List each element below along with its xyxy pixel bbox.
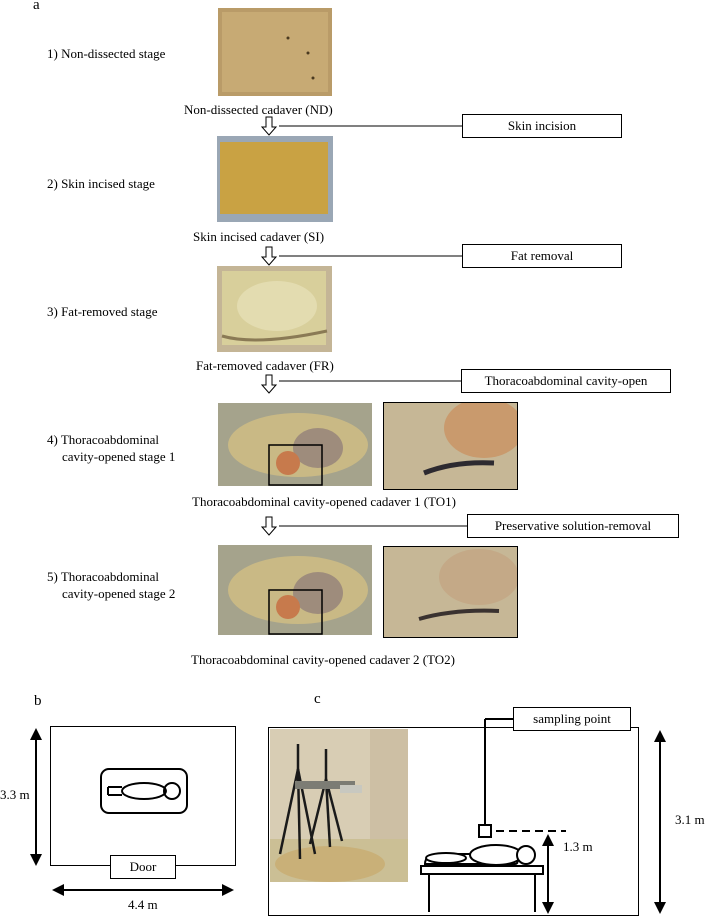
room-elevation bbox=[268, 727, 639, 916]
caption-to2: Thoracoabdominal cavity-opened cadaver 2… bbox=[191, 652, 455, 667]
sampling-height-label: 1.3 m bbox=[563, 839, 593, 854]
photo-non-dissected bbox=[218, 8, 332, 96]
photo-skin-incised bbox=[217, 136, 333, 222]
panel-label-c: c bbox=[314, 691, 321, 707]
photo-to1 bbox=[218, 403, 372, 486]
room-height-c-label: 3.1 m bbox=[675, 812, 705, 827]
down-arrow-3 bbox=[260, 374, 278, 394]
caption-to1: Thoracoabdominal cavity-opened cadaver 1… bbox=[192, 494, 456, 509]
photo-to1-zoom bbox=[383, 402, 518, 490]
step-preservative-removal: Preservative solution-removal bbox=[467, 514, 679, 538]
down-arrow-4 bbox=[260, 516, 278, 536]
caption-si: Skin incised cadaver (SI) bbox=[193, 229, 325, 244]
caption-fr: Fat-removed cadaver (FR) bbox=[196, 358, 334, 373]
stage-label-5b: cavity-opened stage 2 bbox=[62, 586, 176, 601]
room-plan bbox=[50, 726, 236, 866]
room-height-label: 3.3 m bbox=[0, 787, 30, 802]
stage-label-4a: 4) Thoracoabdominal bbox=[47, 432, 160, 447]
stage-label-1: 1) Non-dissected stage bbox=[47, 46, 166, 61]
room-width-label: 4.4 m bbox=[128, 897, 158, 912]
stage-label-2: 2) Skin incised stage bbox=[47, 176, 155, 191]
stage-label-5a: 5) Thoracoabdominal bbox=[47, 569, 160, 584]
photo-to2-zoom bbox=[383, 546, 518, 638]
panel-label-b: b bbox=[34, 693, 42, 709]
step-fat-removal: Fat removal bbox=[462, 244, 622, 268]
caption-nd: Non-dissected cadaver (ND) bbox=[184, 102, 333, 117]
photo-sampling-setup bbox=[270, 729, 408, 882]
down-arrow-1 bbox=[260, 116, 278, 136]
stage-label-4b: cavity-opened stage 1 bbox=[62, 449, 176, 464]
down-arrow-2 bbox=[260, 246, 278, 266]
sampling-point-box: sampling point bbox=[513, 707, 631, 731]
door-box: Door bbox=[110, 855, 176, 879]
stage-label-3: 3) Fat-removed stage bbox=[47, 304, 158, 319]
photo-fat-removed bbox=[217, 266, 332, 352]
photo-to2 bbox=[218, 545, 372, 635]
panel-label-a: a bbox=[33, 0, 40, 13]
step-skin-incision: Skin incision bbox=[462, 114, 622, 138]
step-cavity-open: Thoracoabdominal cavity-open bbox=[461, 369, 671, 393]
